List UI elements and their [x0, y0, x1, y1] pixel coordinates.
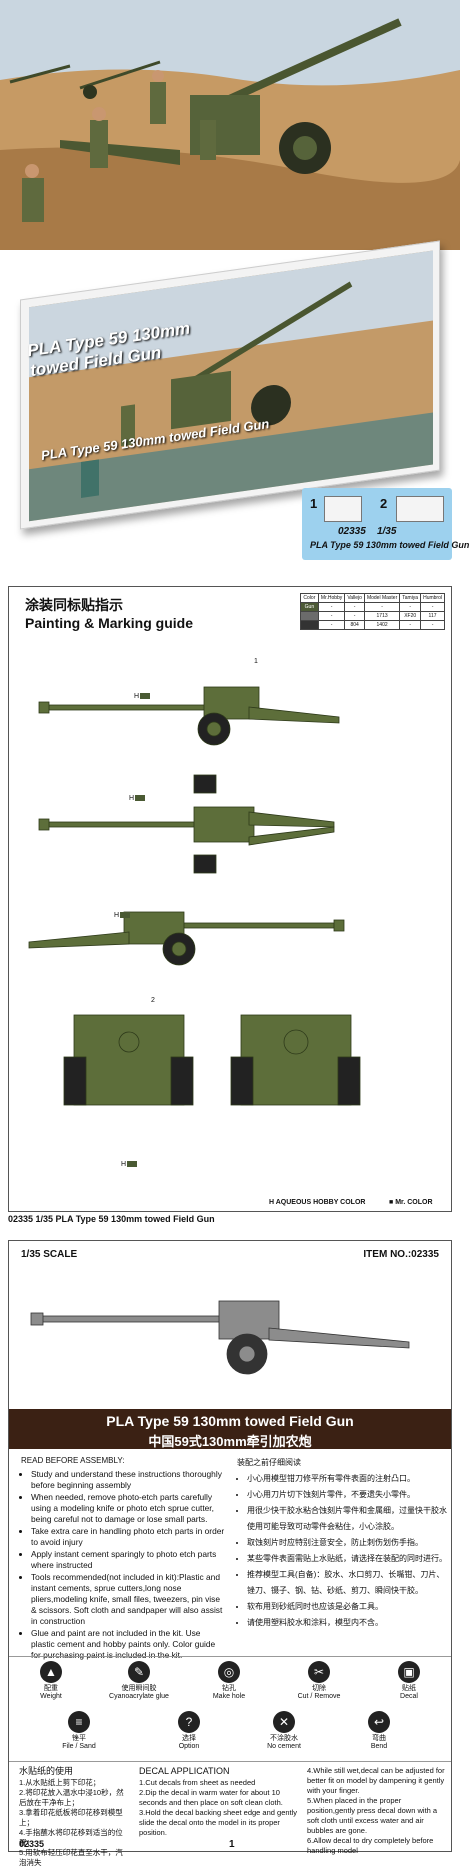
box-subtitle: PLA Type 59 130mm towed Field Gun: [310, 540, 469, 550]
list-item: 某些零件表面需贴上水贴纸，请选择在装配的同时进行。: [247, 1551, 447, 1567]
item-number: ITEM NO.:02335: [363, 1249, 439, 1260]
callout-number-2: 2: [151, 997, 155, 1004]
color-callout-h: H: [121, 1161, 138, 1168]
guide-footer: 02335 1/35 PLA Type 59 130mm towed Field…: [8, 1214, 215, 1224]
read-heading-cn: 装配之前仔细阅读: [237, 1458, 301, 1467]
gun-side-illustration: [30, 1300, 410, 1375]
product-title-en: PLA Type 59 130mm towed Field Gun: [106, 1413, 354, 1429]
list-item: Study and understand these instructions …: [31, 1469, 226, 1491]
list-item: 小心用模型钳刀修平所有零件表面的注射凸口。: [247, 1471, 447, 1487]
box-lid-art: [29, 250, 433, 522]
legend-aqueous: H AQUEOUS HOBBY COLOR: [269, 1199, 366, 1206]
guide-title-en: Painting & Marking guide: [25, 615, 194, 631]
instruction-page: 1/35 SCALE ITEM NO.:02335 PLA Type 59 13…: [8, 1240, 452, 1867]
list-item: 取蚀刻片时应特别注意安全，防止刺伤划伤手指。: [247, 1535, 447, 1551]
sprue-2-thumbnail: [396, 496, 444, 522]
list-item: 软布用到砂纸同时也应该是必备工具。: [247, 1599, 447, 1615]
read-before-assembly-en: READ BEFORE ASSEMBLY: Study and understa…: [21, 1455, 226, 1662]
color-callout-h: H: [129, 795, 146, 802]
list-item: When needed, remove photo-etch parts car…: [31, 1492, 226, 1525]
box-contents-panel: 1 2 02335 1/35 PLA Type 59 130mm towed F…: [302, 488, 469, 560]
box-art-painting: [0, 0, 460, 250]
list-item: Apply instant cement sparingly to photo …: [31, 1549, 226, 1571]
scale-label: 1/35 SCALE: [21, 1249, 78, 1260]
page-item-number: 02335: [19, 1839, 45, 1849]
decal-en-column: DECAL APPLICATION 1.Cut decals from shee…: [139, 1766, 298, 1837]
list-item: 用很少快干胶水粘合蚀刻片零件和金属细，过量快干胶水使用可能导致可动零件会粘住，小…: [247, 1503, 447, 1535]
list-item: Tools recommended(not included in kit):P…: [31, 1572, 226, 1627]
title-bar: PLA Type 59 130mm towed Field Gun 中国59式1…: [9, 1409, 451, 1449]
list-item: Glue and paint are not included in the k…: [31, 1628, 226, 1661]
list-item: 小心用刀片切下蚀刻片零件，不要遗失小零件。: [247, 1487, 447, 1503]
read-heading: READ BEFORE ASSEMBLY:: [21, 1456, 125, 1465]
product-title-cn: 中国59式130mm牵引加农炮: [148, 1434, 312, 1449]
decal-en-column-2: 4.While still wet,decal can be adjusted …: [307, 1766, 445, 1855]
list-item: 请使用塑料胶水和涂料，模型内不含。: [247, 1615, 447, 1631]
color-callout-h: H: [134, 693, 151, 700]
sprue-1-number: 1: [310, 496, 318, 511]
legend-mr-color: ■ Mr. COLOR: [389, 1199, 433, 1206]
sprue-1-thumbnail: [324, 496, 362, 522]
read-before-assembly-cn: 装配之前仔细阅读 小心用模型钳刀修平所有零件表面的注射凸口。 小心用刀片切下蚀刻…: [237, 1455, 447, 1631]
sprue-2-number: 2: [380, 496, 388, 511]
callout-number-1: 1: [254, 658, 258, 665]
decal-application: 水贴纸的使用 1.从水贴纸上剪下印花； 2.将印花放入温水中浸10秒，然后放在干…: [9, 1762, 451, 1867]
list-item: Take extra care in handling photo etch p…: [31, 1526, 226, 1548]
page-number: 1: [229, 1839, 235, 1850]
decal-cn-column: 水贴纸的使用 1.从水贴纸上剪下印花； 2.将印花放入温水中浸10秒，然后放在干…: [19, 1766, 124, 1867]
gun-profile-drawings: [28, 686, 361, 1106]
guide-title-cn: 涂装同标贴指示: [25, 597, 123, 613]
product-box: [20, 240, 440, 530]
item-and-scale: 02335 1/35: [338, 526, 397, 537]
color-callout-h: H: [114, 912, 131, 919]
list-item: 推荐模型工具(自备)：胶水、水口剪刀、长嘴钳、刀片、锉刀、镊子、钢、钻、砂纸、剪…: [247, 1567, 447, 1599]
